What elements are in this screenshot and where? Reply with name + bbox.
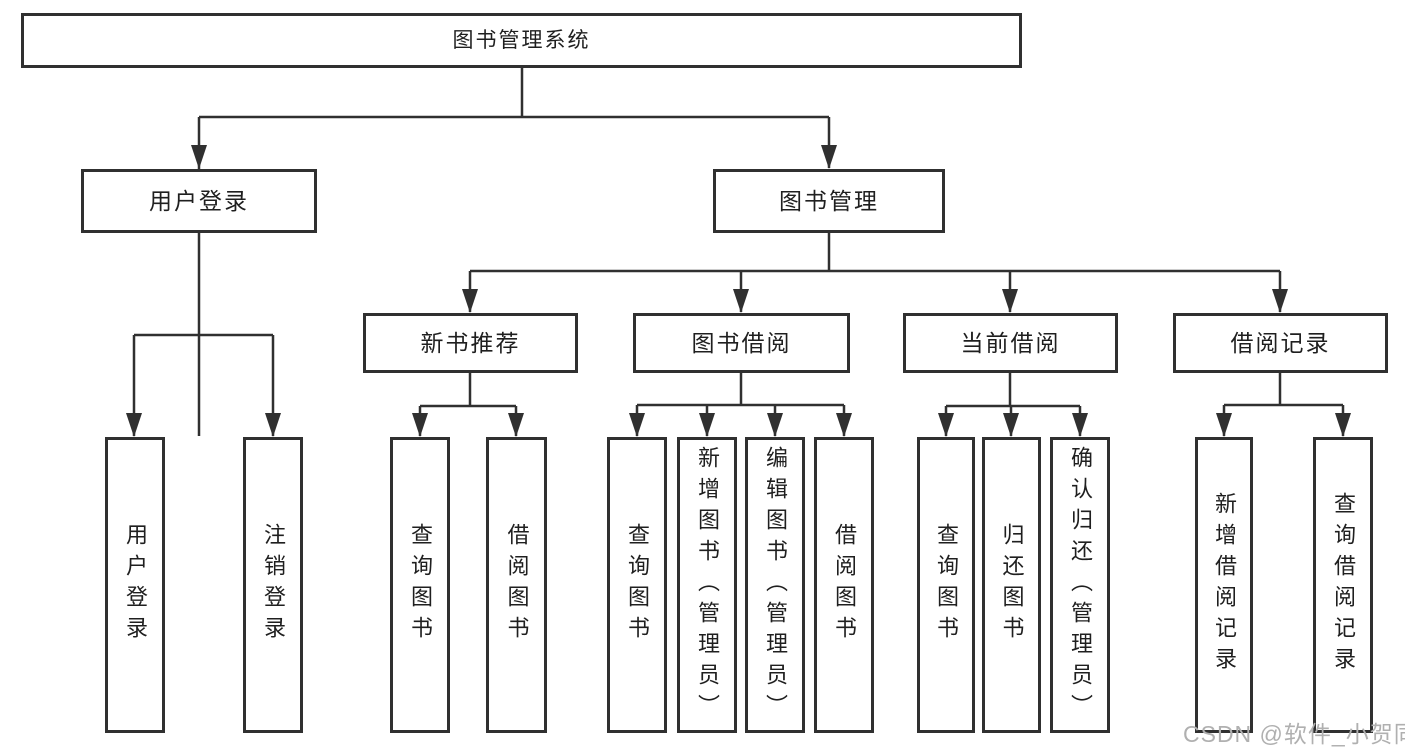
node-book-management-label: 图书管理 (779, 187, 879, 214)
node-book-borrow-label: 图书借阅 (691, 329, 792, 356)
leaf-borrow-query-book: 查询图书 (607, 437, 667, 733)
leaf-borrow-book-label: 借阅图书 (832, 523, 857, 647)
leaf-query-borrow-record: 查询借阅记录 (1313, 437, 1373, 733)
node-new-book-recommend: 新书推荐 (363, 313, 578, 373)
leaf-query-borrow-record-label: 查询借阅记录 (1331, 492, 1356, 678)
leaf-recommend-query-book: 查询图书 (390, 437, 450, 733)
node-book-borrow: 图书借阅 (633, 313, 850, 373)
csdn-watermark: CSDN @软件_小贺同学 (1183, 721, 1405, 747)
leaf-current-query-book: 查询图书 (917, 437, 975, 733)
node-current-borrow-label: 当前借阅 (960, 329, 1061, 356)
node-root-system: 图书管理系统 (21, 13, 1022, 68)
node-user-login-label: 用户登录 (149, 187, 249, 214)
node-root-system-label: 图书管理系统 (452, 29, 591, 52)
leaf-recommend-borrow-book-label: 借阅图书 (504, 523, 530, 647)
leaf-add-book-admin-label: 新增图书（管理员） (695, 445, 720, 725)
node-current-borrow: 当前借阅 (903, 313, 1118, 373)
leaf-logout-label: 注销登录 (261, 523, 286, 647)
leaf-edit-book-admin-label: 编辑图书（管理员） (763, 445, 788, 725)
node-book-management: 图书管理 (713, 169, 945, 233)
node-new-book-recommend-label: 新书推荐 (420, 329, 521, 356)
leaf-recommend-query-book-label: 查询图书 (408, 523, 433, 647)
leaf-borrow-book: 借阅图书 (814, 437, 874, 733)
leaf-borrow-query-book-label: 查询图书 (625, 523, 650, 647)
leaf-add-book-admin: 新增图书（管理员） (677, 437, 737, 733)
leaf-return-book: 归还图书 (982, 437, 1041, 733)
node-borrow-records-label: 借阅记录 (1230, 329, 1331, 356)
leaf-add-borrow-record: 新增借阅记录 (1195, 437, 1253, 733)
leaf-edit-book-admin: 编辑图书（管理员） (745, 437, 805, 733)
node-borrow-records: 借阅记录 (1173, 313, 1388, 373)
leaf-user-login: 用户登录 (105, 437, 165, 733)
leaf-recommend-borrow-book: 借阅图书 (486, 437, 547, 733)
node-user-login: 用户登录 (81, 169, 317, 233)
leaf-current-query-book-label: 查询图书 (934, 523, 959, 647)
leaf-confirm-return-admin: 确认归还（管理员） (1050, 437, 1110, 733)
leaf-logout: 注销登录 (243, 437, 303, 733)
leaf-user-login-label: 用户登录 (123, 523, 148, 647)
leaf-confirm-return-admin-label: 确认归还（管理员） (1068, 445, 1093, 725)
leaf-return-book-label: 归还图书 (999, 523, 1025, 647)
leaf-add-borrow-record-label: 新增借阅记录 (1212, 492, 1237, 678)
